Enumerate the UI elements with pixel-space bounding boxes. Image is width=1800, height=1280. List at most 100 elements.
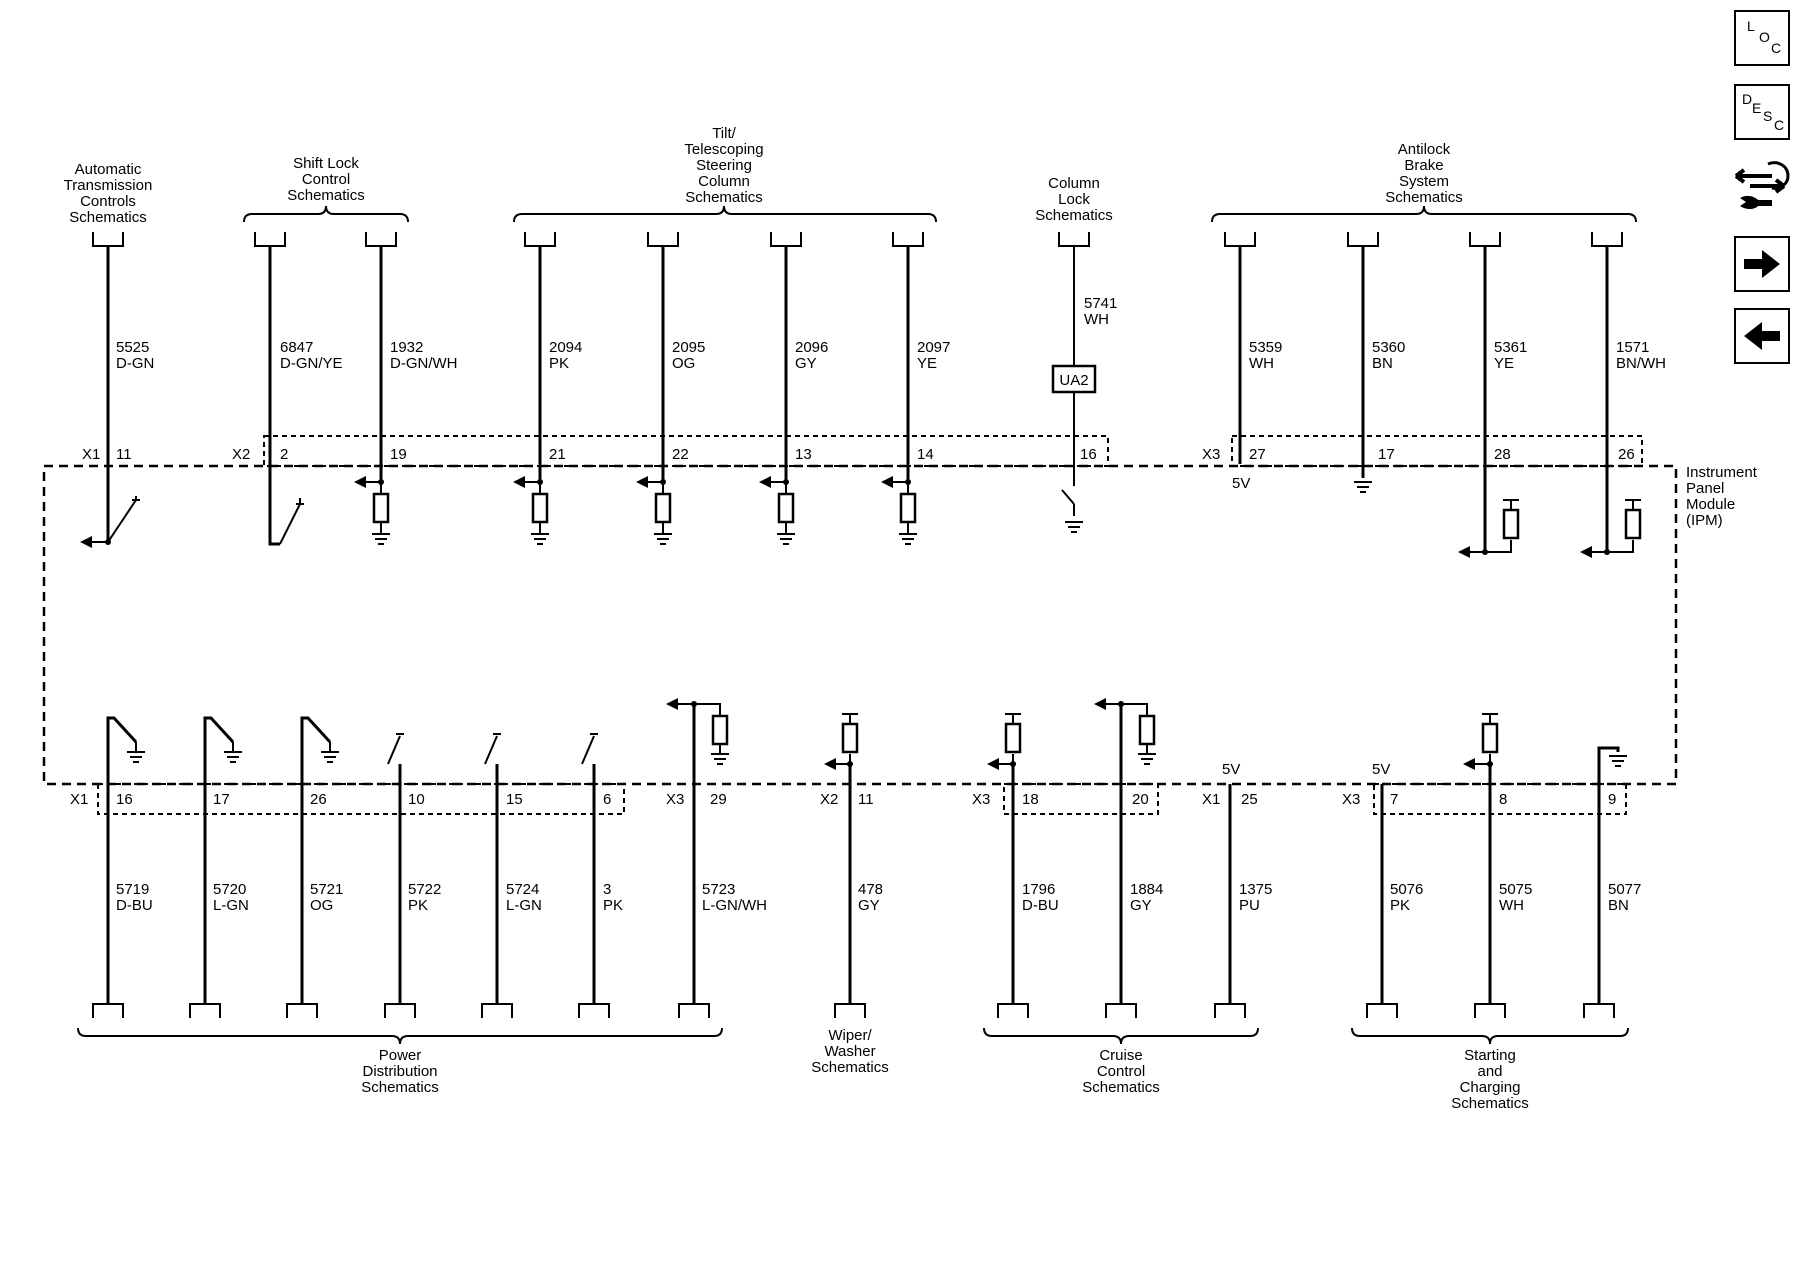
svg-text:Controls: Controls: [80, 193, 136, 210]
top-wire-5361: 5361 YE 28: [1458, 232, 1527, 558]
svg-text:16: 16: [1080, 446, 1097, 463]
loc-letter-2: O: [1759, 29, 1770, 45]
desc-letter-3: S: [1763, 108, 1773, 124]
svg-text:Charging: Charging: [1460, 1079, 1521, 1096]
connector-wrench-button[interactable]: [1732, 154, 1792, 214]
svg-text:D-BU: D-BU: [116, 897, 153, 914]
svg-text:Telescoping: Telescoping: [684, 141, 763, 158]
svg-text:BN: BN: [1372, 355, 1393, 372]
svg-text:478: 478: [858, 881, 883, 898]
svg-text:Control: Control: [302, 171, 350, 188]
loc-button[interactable]: L O C: [1734, 10, 1790, 66]
svg-text:System: System: [1399, 173, 1449, 190]
bottom-wire-5721: 5721 OG 26: [286, 716, 343, 1018]
svg-text:BN: BN: [1608, 897, 1629, 914]
connector-x3-top-box: [1231, 435, 1643, 467]
svg-text:5360: 5360: [1372, 339, 1405, 356]
svg-text:Lock: Lock: [1058, 191, 1090, 208]
svg-text:GY: GY: [1130, 897, 1152, 914]
svg-text:14: 14: [917, 446, 934, 463]
svg-text:1375: 1375: [1239, 881, 1272, 898]
svg-text:9: 9: [1608, 791, 1616, 808]
svg-text:Transmission: Transmission: [64, 177, 153, 194]
svg-text:5361: 5361: [1494, 339, 1527, 356]
svg-text:WH: WH: [1084, 311, 1109, 328]
svg-text:5525: 5525: [116, 339, 149, 356]
prev-button[interactable]: [1734, 308, 1790, 364]
svg-text:5075: 5075: [1499, 881, 1532, 898]
svg-text:UA2: UA2: [1059, 372, 1088, 389]
svg-text:20: 20: [1132, 791, 1149, 808]
svg-text:Control: Control: [1097, 1063, 1145, 1080]
desc-letter-1: D: [1742, 91, 1753, 107]
top-wire-2096: 2096 GY 13: [759, 232, 828, 545]
bottom-wire-5075: 5075 WH 8: [1463, 713, 1532, 1018]
svg-text:D-GN/YE: D-GN/YE: [280, 355, 343, 372]
svg-text:7: 7: [1390, 791, 1398, 808]
svg-text:Brake: Brake: [1404, 157, 1443, 174]
top-wire-5525: 5525 D-GN 11: [80, 232, 154, 548]
svg-text:Schematics: Schematics: [361, 1079, 439, 1096]
top-wire-1932: 1932 D-GN/WH 19: [354, 232, 458, 545]
module-label: Instrument Panel Module (IPM): [1686, 464, 1758, 529]
svg-text:5V: 5V: [1232, 475, 1250, 492]
svg-text:5V: 5V: [1222, 761, 1240, 778]
svg-text:5359: 5359: [1249, 339, 1282, 356]
bottom-wire-3: 3 PK 6: [578, 733, 623, 1018]
svg-text:2095: 2095: [672, 339, 705, 356]
svg-text:Schematics: Schematics: [685, 189, 763, 206]
bottom-wire-1884: 1884 GY 20: [1094, 698, 1163, 1018]
svg-text:17: 17: [213, 791, 230, 808]
svg-text:26: 26: [1618, 446, 1635, 463]
svg-text:26: 26: [310, 791, 327, 808]
svg-text:5V: 5V: [1372, 761, 1390, 778]
bottom-wire-5724: 5724 L-GN 15: [481, 733, 542, 1018]
arrow-right-icon: [1744, 250, 1780, 278]
bottom-wire-1796: 1796 D-BU 18: [987, 713, 1059, 1018]
module-boundary: [42, 464, 1678, 786]
svg-text:Module: Module: [1686, 496, 1735, 513]
connector-x3-pd: X3: [666, 791, 684, 808]
top-wire-6847: 6847 D-GN/YE 2: [254, 232, 343, 546]
splice-ua2: [1051, 364, 1097, 394]
svg-text:D-BU: D-BU: [1022, 897, 1059, 914]
connector-x3-cruise-box: [1003, 783, 1159, 815]
connector-x1-cruise: X1: [1202, 791, 1220, 808]
svg-text:16: 16: [116, 791, 133, 808]
svg-text:Wiper/: Wiper/: [828, 1027, 872, 1044]
top-wire-5360: 5360 BN 17: [1347, 232, 1405, 493]
svg-text:L-GN: L-GN: [213, 897, 249, 914]
svg-text:1571: 1571: [1616, 339, 1649, 356]
desc-button[interactable]: D E S C: [1734, 84, 1790, 140]
group-tilt-telescoping: Tilt/ Telescoping Steering Column Schema…: [513, 125, 937, 223]
svg-text:PK: PK: [1390, 897, 1410, 914]
connector-x1-bottom-box: [97, 783, 625, 815]
svg-text:10: 10: [408, 791, 425, 808]
svg-text:5077: 5077: [1608, 881, 1641, 898]
svg-text:6847: 6847: [280, 339, 313, 356]
svg-text:Schematics: Schematics: [1385, 189, 1463, 206]
svg-text:(IPM): (IPM): [1686, 512, 1723, 529]
svg-text:17: 17: [1378, 446, 1395, 463]
svg-text:2097: 2097: [917, 339, 950, 356]
svg-text:2096: 2096: [795, 339, 828, 356]
svg-text:13: 13: [795, 446, 812, 463]
connector-x3-charging: X3: [1342, 791, 1360, 808]
svg-text:YE: YE: [1494, 355, 1514, 372]
connector-x3-cruise: X3: [972, 791, 990, 808]
svg-text:5723: 5723: [702, 881, 735, 898]
connector-x3-top: X3: [1202, 446, 1220, 463]
svg-text:27: 27: [1249, 446, 1266, 463]
svg-text:OG: OG: [672, 355, 695, 372]
next-button[interactable]: [1734, 236, 1790, 292]
svg-text:5076: 5076: [1390, 881, 1423, 898]
top-wire-5741: UA2 5741 WH 16: [1051, 232, 1117, 533]
svg-text:Antilock: Antilock: [1398, 141, 1451, 158]
bottom-wire-5722: 5722 PK 10: [384, 733, 441, 1018]
top-wire-5359: 5359 WH 27 5V: [1224, 232, 1282, 492]
bottom-wire-5076: 5V 5076 PK 7: [1366, 761, 1423, 1018]
group-starting-charging: Starting and Charging Schematics: [1351, 1027, 1629, 1112]
svg-text:19: 19: [390, 446, 407, 463]
top-wire-1571: 1571 BN/WH 26: [1580, 232, 1666, 558]
svg-text:28: 28: [1494, 446, 1511, 463]
